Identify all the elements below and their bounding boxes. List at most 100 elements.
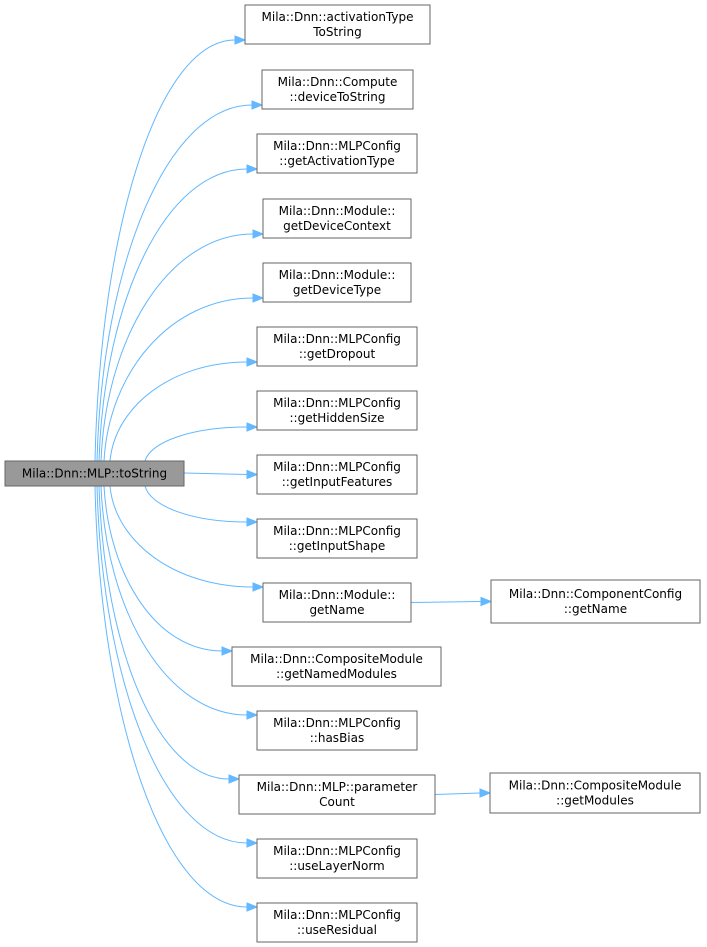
callee-node-box: [256, 326, 418, 367]
callee-node-box: [261, 69, 414, 110]
callee-node-label-line: Mila::Dnn::activationType: [262, 10, 414, 24]
callee-node-box: [256, 133, 418, 174]
call-edge-arrowhead: [252, 293, 265, 303]
callee-node-label-line: Mila::Dnn::Module::: [279, 588, 396, 602]
callee-node-label-line: Mila::Dnn::MLPConfig: [273, 524, 401, 538]
call-edge: [100, 233, 254, 462]
call-edge-arrowhead: [246, 357, 259, 367]
call-edge: [410, 601, 482, 603]
callee-node-label-line: Mila::Dnn::MLPConfig: [273, 139, 401, 153]
call-edge: [183, 472, 248, 475]
root-function-node-box: [4, 460, 185, 487]
callee-node[interactable]: Mila::Dnn::MLPConfig::getActivationType: [256, 133, 418, 174]
callee-node[interactable]: Mila::Dnn::MLPConfig::getInputFeatures: [256, 454, 418, 495]
callee-node[interactable]: Mila::Dnn::Compute::deviceToString: [261, 69, 414, 110]
call-edge: [103, 297, 254, 462]
callee-node-label-line: getDeviceType: [293, 283, 381, 297]
call-edge-arrowhead: [251, 100, 264, 110]
callee-node[interactable]: Mila::Dnn::Module::getDeviceContext: [262, 198, 412, 239]
call-edge-arrowhead: [246, 469, 259, 480]
callee-node-label-line: ::hasBias: [310, 731, 364, 745]
callee-node[interactable]: Mila::Dnn::MLPConfig::getHiddenSize: [256, 390, 418, 431]
callee-node-label-line: Mila::Dnn::MLPConfig: [273, 908, 401, 922]
root-function-node-label-line: Mila::Dnn::MLP::toString: [22, 467, 167, 481]
secondary-callee-node-box: [490, 579, 701, 624]
callee-node-label-line: Mila::Dnn::MLPConfig: [273, 716, 401, 730]
callee-node-label-line: getName: [309, 603, 364, 617]
callee-node-label-line: ::getHiddenSize: [289, 411, 384, 425]
call-edge: [98, 485, 230, 780]
call-edge-arrowhead: [252, 229, 265, 239]
callee-node-label-line: Mila::Dnn::MLPConfig: [273, 332, 401, 346]
call-edge-arrowhead: [480, 596, 493, 607]
call-edge: [100, 485, 248, 716]
callee-node-label-line: Mila::Dnn::Module::: [279, 204, 396, 218]
callee-node-box: [256, 838, 418, 879]
callee-node-box: [244, 4, 431, 45]
secondary-callee-node[interactable]: Mila::Dnn::CompositeModule::getModules: [489, 772, 701, 814]
callee-node-label-line: Mila::Dnn::Compute: [278, 75, 398, 89]
call-nodes: Mila::Dnn::MLP::toString Mila::Dnn::activ…: [4, 4, 701, 943]
call-edge: [94, 39, 236, 462]
callee-node[interactable]: Mila::Dnn::MLPConfig::useResidual: [256, 902, 418, 943]
callee-node-label-line: Mila::Dnn::MLP::parameter: [257, 780, 418, 794]
callee-node-box: [256, 518, 418, 559]
callee-node-box: [256, 710, 418, 751]
secondary-callee-node-box: [489, 772, 701, 814]
callee-node-label-line: Mila::Dnn::MLPConfig: [273, 844, 401, 858]
callee-node-label-line: ::getDropout: [299, 347, 376, 361]
call-edge: [96, 485, 248, 844]
callee-node-label-line: ::getInputShape: [289, 539, 385, 553]
callee-node-label-line: ToString: [312, 25, 361, 39]
call-edge-arrowhead: [246, 164, 259, 174]
call-edge: [144, 485, 248, 523]
callee-node-box: [256, 390, 418, 431]
callee-node[interactable]: Mila::Dnn::MLPConfig::getInputShape: [256, 518, 418, 559]
root-function-node[interactable]: Mila::Dnn::MLP::toString: [4, 460, 185, 487]
callee-node-label-line: Mila::Dnn::CompositeModule: [250, 652, 423, 666]
callee-node-label-line: Mila::Dnn::MLPConfig: [273, 396, 401, 410]
callee-node-box: [262, 262, 412, 303]
callee-node[interactable]: Mila::Dnn::Module::getDeviceType: [262, 262, 412, 303]
call-edge: [103, 485, 223, 652]
callee-node[interactable]: Mila::Dnn::MLPConfig::getDropout: [256, 326, 418, 367]
call-edge-arrowhead: [234, 35, 247, 45]
callee-node-label-line: ::useResidual: [297, 923, 377, 937]
callee-node-label-line: Count: [319, 795, 355, 809]
call-edge-arrowhead: [246, 838, 259, 848]
secondary-callee-node-label-line: ::getName: [564, 602, 627, 616]
callee-node-box: [262, 198, 412, 239]
secondary-callee-node-label-line: Mila::Dnn::CompositeModule: [509, 779, 682, 793]
callee-node[interactable]: Mila::Dnn::Module::getName: [262, 582, 412, 623]
call-edge-arrowhead: [228, 774, 241, 784]
callee-node[interactable]: Mila::Dnn::CompositeModule::getNamedModu…: [231, 646, 442, 687]
call-edge: [98, 168, 248, 462]
call-edge-arrowhead: [479, 788, 492, 798]
call-edge-arrowhead: [221, 646, 234, 656]
callee-node[interactable]: Mila::Dnn::MLPConfig::hasBias: [256, 710, 418, 751]
callee-node-box: [256, 454, 418, 495]
secondary-callee-node-label-line: Mila::Dnn::ComponentConfig: [509, 587, 682, 601]
callee-node-label-line: Mila::Dnn::MLPConfig: [273, 460, 401, 474]
callee-node-label-line: ::getActivationType: [279, 154, 394, 168]
call-edge-arrowhead: [246, 902, 259, 912]
callee-node-label-line: getDeviceContext: [283, 219, 391, 233]
callee-node[interactable]: Mila::Dnn::MLPConfig::useLayerNorm: [256, 838, 418, 879]
callee-node-label-line: ::deviceToString: [290, 90, 386, 104]
call-edge: [109, 361, 248, 462]
callee-node-label-line: ::getInputFeatures: [282, 475, 392, 489]
call-edge: [96, 104, 253, 462]
call-edge-arrowhead: [246, 422, 259, 432]
callee-node-box: [238, 774, 436, 815]
callee-node-box: [231, 646, 442, 687]
call-edge: [144, 426, 248, 462]
secondary-callee-node-label-line: ::getModules: [556, 794, 634, 808]
callee-node-box: [262, 582, 412, 623]
callee-node-label-line: Mila::Dnn::Module::: [279, 268, 396, 282]
secondary-callee-node[interactable]: Mila::Dnn::ComponentConfig::getName: [490, 579, 701, 624]
call-edge: [109, 485, 254, 588]
call-edge: [94, 485, 248, 908]
